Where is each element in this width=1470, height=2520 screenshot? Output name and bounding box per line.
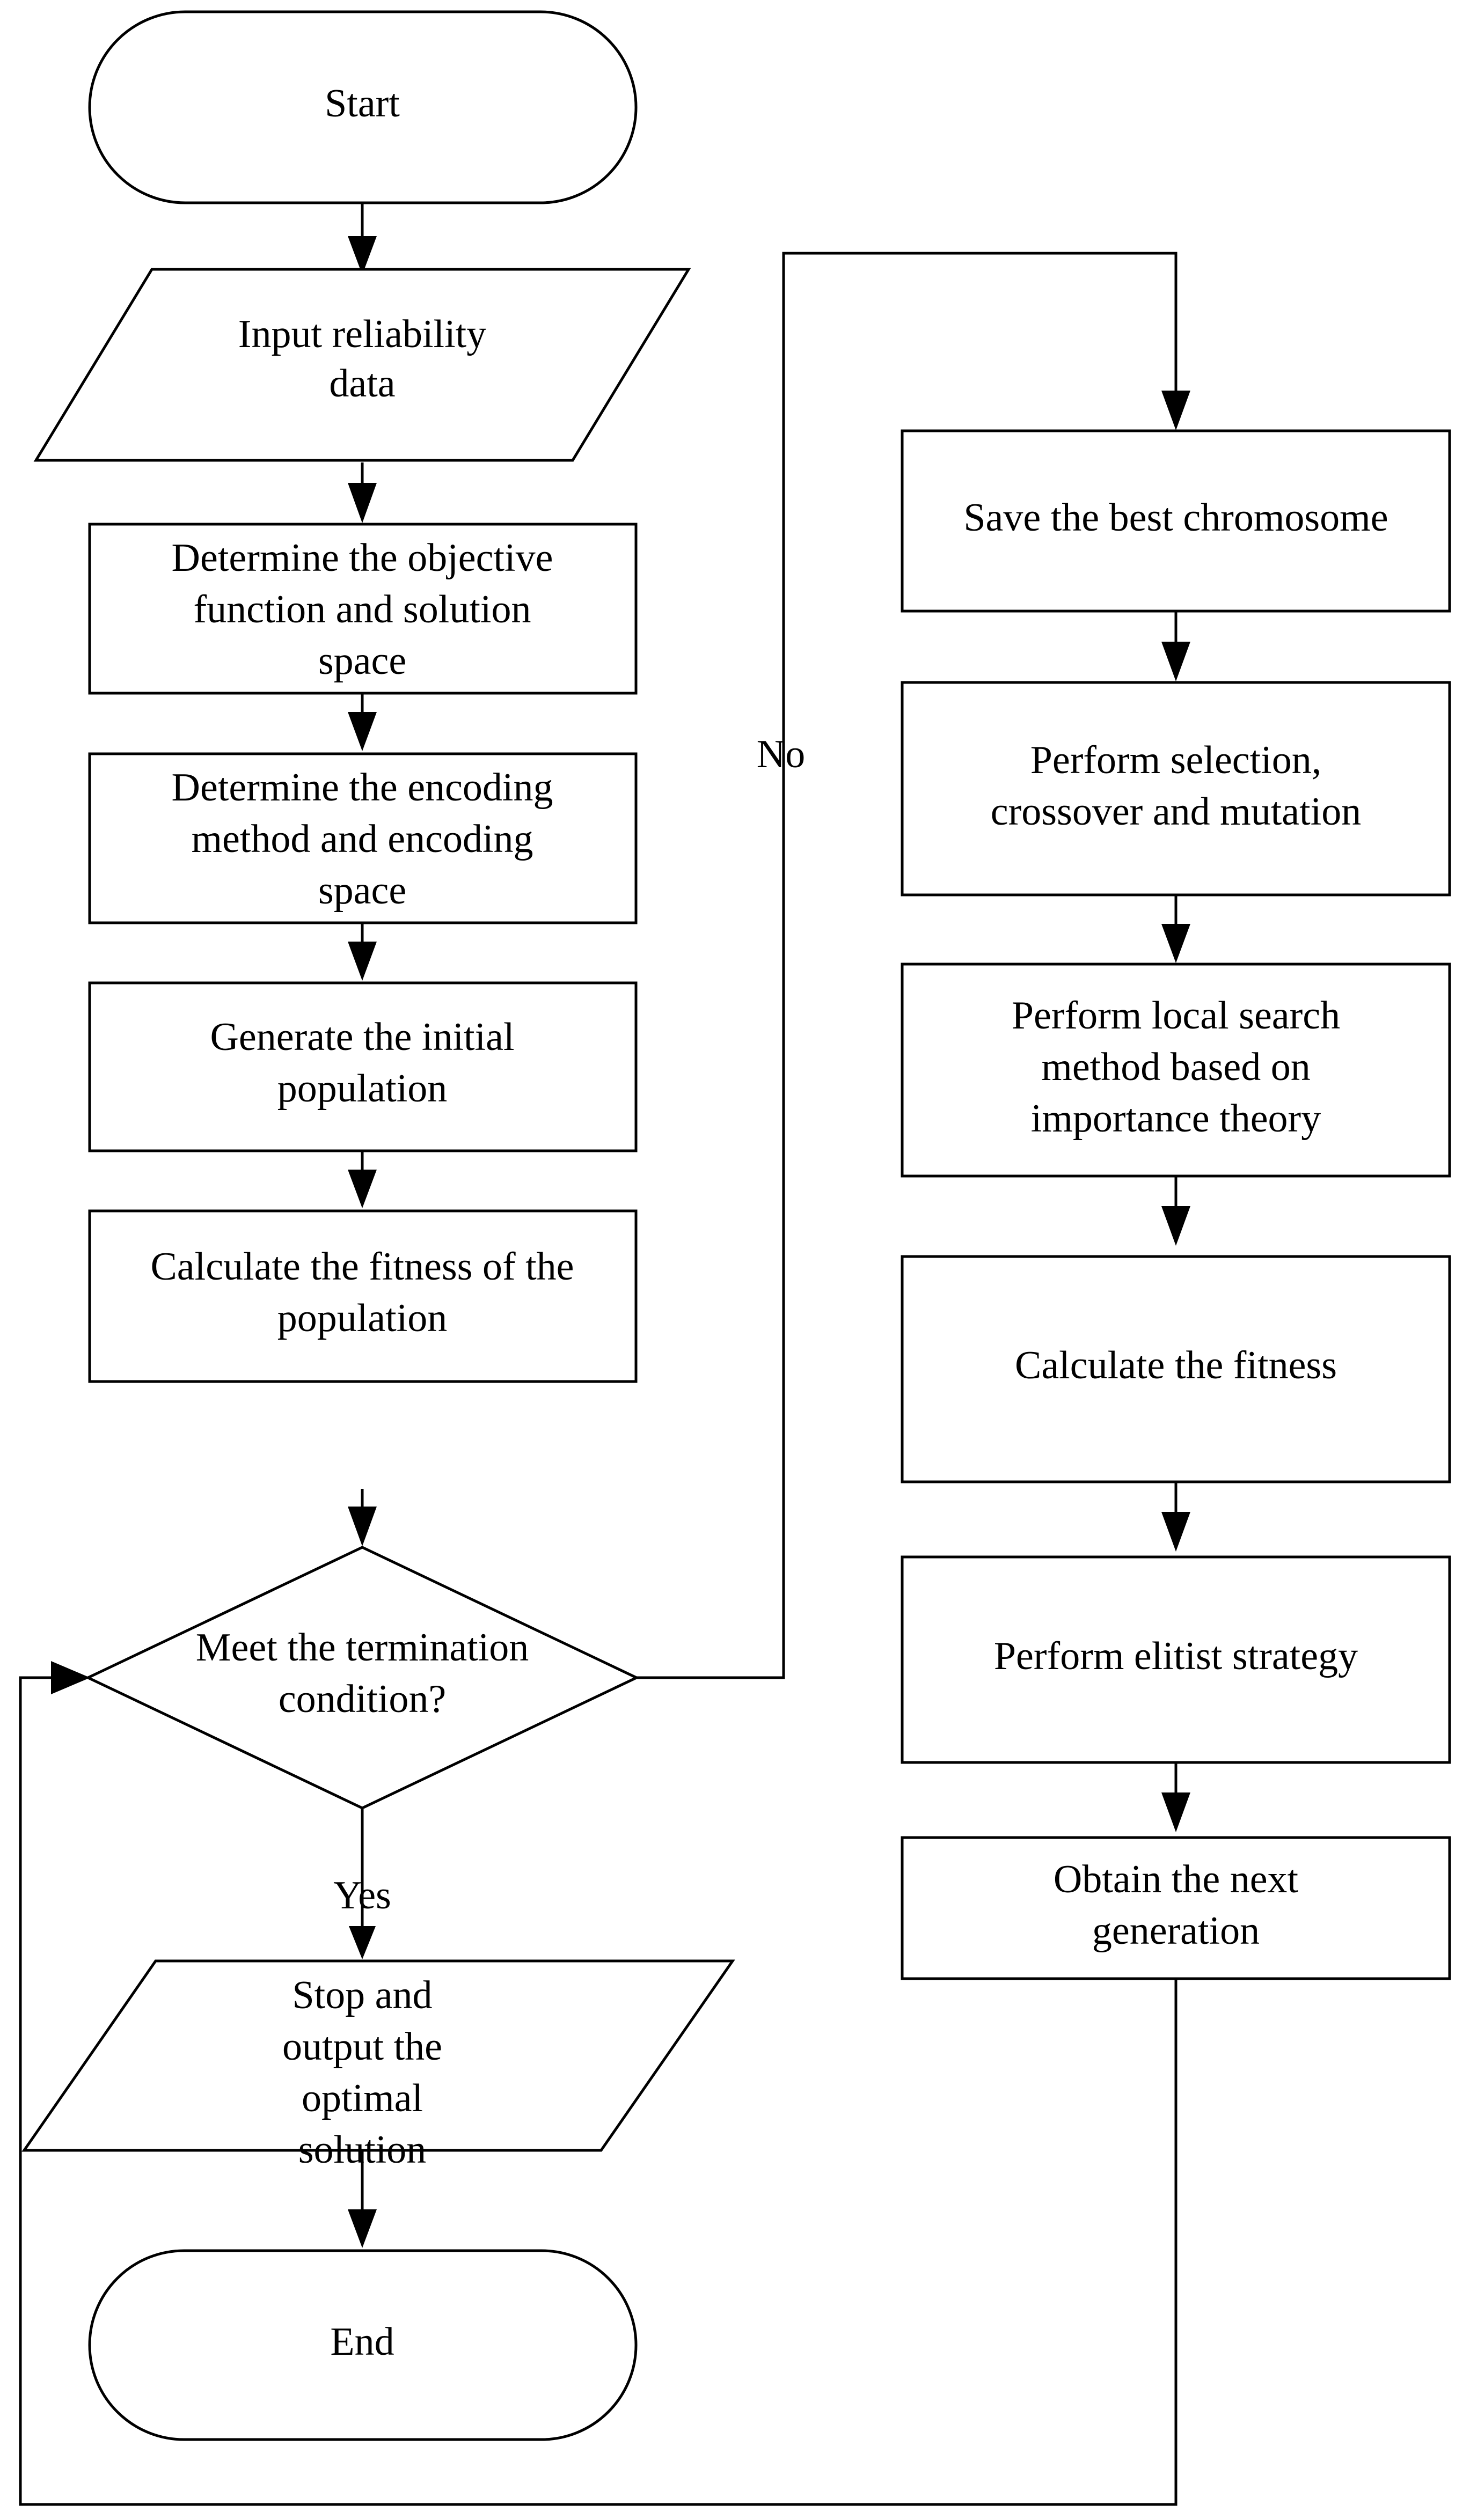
selection-crossover-mutation-label-line2: crossover and mutation bbox=[991, 790, 1362, 834]
edge-calcfitness-to-elitist bbox=[1161, 1482, 1190, 1552]
initial-population-label-line2: population bbox=[277, 1067, 448, 1111]
end-shape bbox=[88, 2249, 638, 2441]
input-data-label-line2: data bbox=[329, 362, 395, 406]
elitist-strategy-shape bbox=[901, 1555, 1451, 1764]
local-search-label-line1: Perform local search bbox=[1012, 994, 1340, 1038]
node-initial-population[interactable]: Generate the initial population bbox=[88, 981, 638, 1152]
termination-label-line1: Meet the termination bbox=[196, 1626, 529, 1670]
next-generation-shape bbox=[901, 1836, 1451, 1980]
edge-savebest-to-selcrossmut bbox=[1161, 611, 1190, 681]
selection-crossover-mutation-label-line1: Perform selection, bbox=[1030, 738, 1322, 782]
edge-input-to-objective bbox=[348, 462, 377, 523]
calculate-fitness-label: Calculate the fitness bbox=[1015, 1343, 1337, 1387]
objective-label-line3: space bbox=[318, 639, 406, 683]
local-search-shape bbox=[901, 963, 1451, 1178]
save-best-label: Save the best chromosome bbox=[963, 496, 1388, 540]
selection-crossover-mutation-shape bbox=[901, 681, 1451, 897]
edge-stopoutput-to-end bbox=[348, 2151, 377, 2248]
edge-elitist-to-nextgen bbox=[1161, 1762, 1190, 1832]
fitness-population-label-line2: population bbox=[277, 1296, 448, 1340]
stop-output-label-line4: solution bbox=[298, 2128, 426, 2172]
calculate-fitness-shape bbox=[901, 1255, 1451, 1483]
stop-output-label-line2: output the bbox=[282, 2025, 442, 2069]
input-data-label-line1: Input reliability bbox=[238, 312, 486, 356]
encoding-label-line3: space bbox=[318, 869, 406, 913]
node-objective[interactable]: Determine the objective function and sol… bbox=[88, 523, 638, 695]
edge-label-yes: Yes bbox=[333, 1874, 391, 1917]
termination-shape bbox=[85, 1546, 640, 1810]
local-search-label-line2: method based on bbox=[1041, 1045, 1310, 1089]
start-label: Start bbox=[325, 82, 400, 126]
edge-label-no: No bbox=[757, 732, 805, 776]
node-local-search[interactable]: Perform local search method based on imp… bbox=[901, 963, 1451, 1178]
objective-label-line2: function and solution bbox=[194, 587, 531, 631]
stop-output-shape bbox=[21, 1959, 735, 2152]
elitist-strategy-label: Perform elitist strategy bbox=[994, 1634, 1358, 1678]
edge-termination-to-stopoutput bbox=[349, 1809, 376, 1959]
fitness-population-label-line1: Calculate the fitness of the bbox=[150, 1245, 574, 1289]
node-save-best[interactable]: Save the best chromosome bbox=[901, 429, 1451, 613]
objective-shape bbox=[88, 523, 638, 695]
next-generation-label-line2: generation bbox=[1092, 1909, 1260, 1953]
node-calculate-fitness[interactable]: Calculate the fitness bbox=[901, 1255, 1451, 1483]
fitness-population-shape bbox=[88, 1209, 638, 1383]
edge-initialpop-to-fitnesspop bbox=[348, 1151, 377, 1208]
edge-objective-to-encoding bbox=[348, 693, 377, 751]
edge-nextgen-to-termination bbox=[19, 1661, 1178, 2506]
start-shape bbox=[88, 10, 638, 204]
stop-output-label-line1: Stop and bbox=[292, 1973, 432, 2017]
end-label: End bbox=[330, 2320, 394, 2364]
objective-label-line1: Determine the objective bbox=[172, 536, 553, 580]
encoding-shape bbox=[88, 752, 638, 924]
node-start[interactable]: Start bbox=[88, 10, 638, 204]
edge-fitnesspop-to-termination bbox=[348, 1489, 377, 1546]
node-next-generation[interactable]: Obtain the next generation bbox=[901, 1836, 1451, 1980]
node-end[interactable]: End bbox=[88, 2249, 638, 2441]
initial-population-shape bbox=[88, 981, 638, 1152]
node-fitness-population[interactable]: Calculate the fitness of the population bbox=[88, 1209, 638, 1383]
next-generation-label-line1: Obtain the next bbox=[1054, 1857, 1299, 1901]
encoding-label-line1: Determine the encoding bbox=[172, 766, 553, 810]
encoding-label-line2: method and encoding bbox=[191, 817, 533, 861]
edge-termination-to-savebest bbox=[637, 252, 1190, 1679]
node-selection-crossover-mutation[interactable]: Perform selection, crossover and mutatio… bbox=[901, 681, 1451, 897]
initial-population-label-line1: Generate the initial bbox=[210, 1015, 514, 1059]
edge-selcrossmut-to-localsearch bbox=[1161, 895, 1190, 963]
edge-encoding-to-initialpop bbox=[348, 923, 377, 981]
edge-start-to-input bbox=[348, 203, 377, 275]
node-elitist-strategy[interactable]: Perform elitist strategy bbox=[901, 1555, 1451, 1764]
input-data-shape bbox=[33, 268, 691, 462]
node-input-data[interactable]: Input reliability data bbox=[33, 268, 691, 462]
termination-label-line2: condition? bbox=[279, 1677, 446, 1721]
node-termination-decision[interactable]: Meet the termination condition? bbox=[85, 1546, 640, 1810]
local-search-label-line3: importance theory bbox=[1031, 1097, 1321, 1141]
node-encoding[interactable]: Determine the encoding method and encodi… bbox=[88, 752, 638, 924]
save-best-shape bbox=[901, 429, 1451, 613]
node-stop-output[interactable]: Stop and output the optimal solution bbox=[21, 1959, 735, 2172]
stop-output-label-line3: optimal bbox=[302, 2076, 423, 2120]
edge-localsearch-to-calcfitness bbox=[1161, 1176, 1190, 1246]
